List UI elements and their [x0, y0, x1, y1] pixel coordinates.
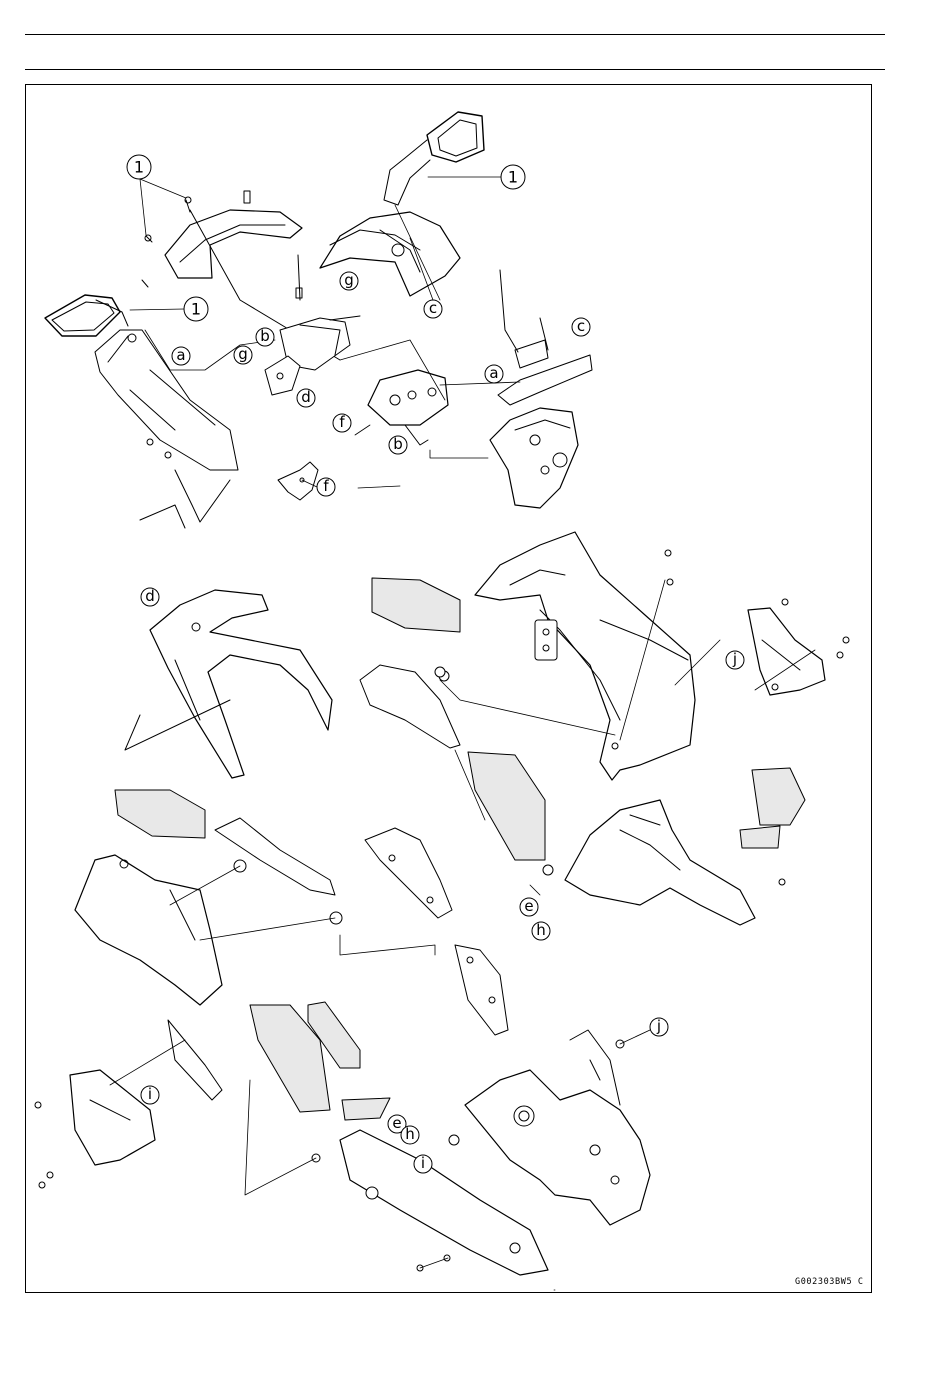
lower-left-bar [168, 1020, 222, 1100]
svg-text:e: e [524, 897, 533, 915]
callout-a-1: a [172, 346, 190, 365]
frame-body [465, 1030, 650, 1225]
leader-lines-lower [110, 580, 815, 1290]
svg-text:g: g [238, 345, 248, 363]
left-duct [215, 818, 335, 895]
left-mirror [45, 295, 128, 336]
left-middle-cowl [125, 590, 332, 778]
headlight-housing [490, 270, 592, 508]
svg-text:1: 1 [191, 300, 201, 319]
right-mirror [384, 112, 484, 205]
callout-g-2: g [234, 345, 252, 364]
svg-text:g: g [344, 271, 354, 289]
callout-j-2: j [650, 1017, 668, 1036]
lower-side-panel-i [70, 1070, 155, 1165]
svg-text:h: h [536, 921, 546, 939]
callout-a-2: a [485, 364, 503, 383]
callout-g-1: g [340, 271, 358, 290]
right-middle-cowl [475, 532, 695, 780]
svg-text:e: e [392, 1114, 401, 1132]
lower-right-cowl [565, 800, 755, 925]
svg-text:1: 1 [134, 158, 144, 177]
lower-left-cowl [75, 855, 222, 1005]
svg-text:i: i [421, 1154, 425, 1172]
figure-code: G002303BW5 C [795, 1277, 864, 1287]
inner-panel-center [368, 370, 448, 445]
svg-text:1: 1 [508, 168, 518, 187]
callout-1-a: 1 [127, 155, 186, 235]
bracket-right [455, 945, 508, 1035]
left-upper-inner-cover [95, 330, 238, 528]
svg-text:d: d [145, 587, 155, 605]
svg-text:f: f [339, 413, 345, 431]
svg-text:c: c [577, 317, 585, 335]
svg-text:d: d [301, 388, 311, 406]
callout-c-2: c [572, 317, 590, 336]
svg-text:b: b [260, 327, 270, 345]
callout-j-1: j [726, 650, 744, 669]
callout-d-1: d [297, 388, 315, 407]
callout-b-1: b [256, 327, 274, 346]
callout-h-1: h [532, 921, 550, 940]
svg-text:j: j [656, 1017, 661, 1035]
svg-text:b: b [393, 435, 403, 453]
bracket-f [278, 462, 318, 500]
svg-text:i: i [148, 1085, 152, 1103]
callout-d-2: d [141, 587, 159, 606]
callout-f-1: f [333, 413, 351, 432]
bracket-mount [365, 828, 452, 918]
svg-text:c: c [429, 299, 437, 317]
svg-text:a: a [489, 364, 498, 382]
svg-text:a: a [176, 346, 185, 364]
callout-i-2: i [414, 1154, 432, 1173]
callout-b-2: b [389, 435, 407, 454]
bracket-g-left [265, 356, 300, 395]
svg-text:h: h [405, 1125, 415, 1143]
center-duct [360, 665, 460, 748]
svg-text:f: f [323, 477, 329, 495]
callout-e-1: e [520, 897, 538, 916]
callout-1-c: 1 [130, 297, 208, 321]
callout-i-1: i [141, 1085, 159, 1104]
callout-1-b: 1 [428, 165, 525, 189]
svg-text:j: j [732, 650, 737, 668]
